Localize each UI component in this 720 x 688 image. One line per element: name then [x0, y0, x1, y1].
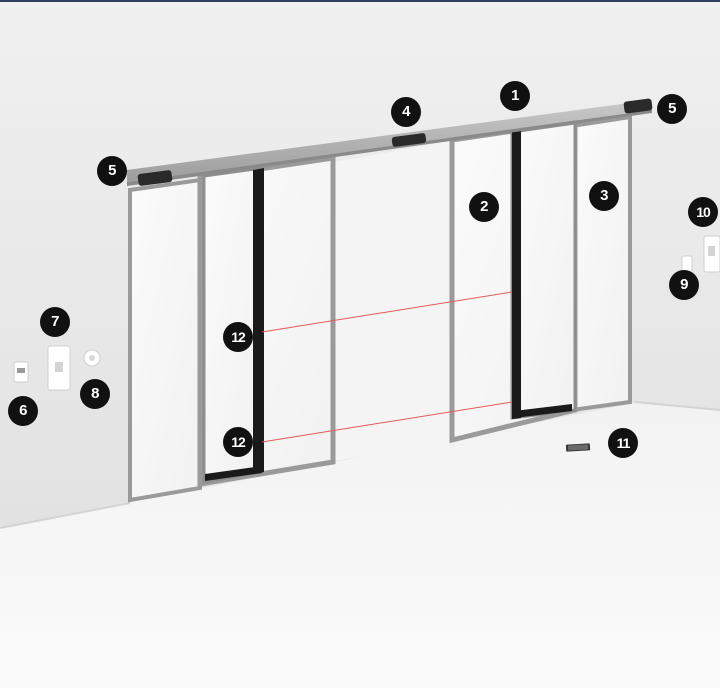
marker-11: 11 [608, 428, 638, 458]
key-switch-left-detail [17, 368, 25, 373]
marker-5-left: 5 [97, 156, 127, 186]
right-fixed-panel [572, 117, 630, 410]
marker-6: 6 [8, 396, 38, 426]
marker-12-upper: 12 [223, 322, 253, 352]
push-panel-left-detail [55, 362, 63, 372]
right-leaf-dark-edge [512, 131, 521, 419]
push-panel-right-detail [708, 246, 715, 256]
marker-2: 2 [469, 192, 499, 222]
left-leaf-dark-edge [253, 168, 264, 474]
top-border [0, 0, 720, 2]
floor-plate-detail [568, 444, 588, 450]
marker-1: 1 [500, 81, 530, 111]
marker-5-right: 5 [657, 94, 687, 124]
left-fixed-panel [130, 180, 200, 500]
round-button-left-detail [89, 355, 95, 361]
right-sliding-leaf-inner [512, 123, 575, 418]
marker-9: 9 [669, 270, 699, 300]
marker-8: 8 [80, 379, 110, 409]
marker-12-lower: 12 [223, 427, 253, 457]
marker-3: 3 [589, 181, 619, 211]
marker-4: 4 [391, 97, 421, 127]
marker-7: 7 [40, 307, 70, 337]
marker-10: 10 [688, 197, 718, 227]
